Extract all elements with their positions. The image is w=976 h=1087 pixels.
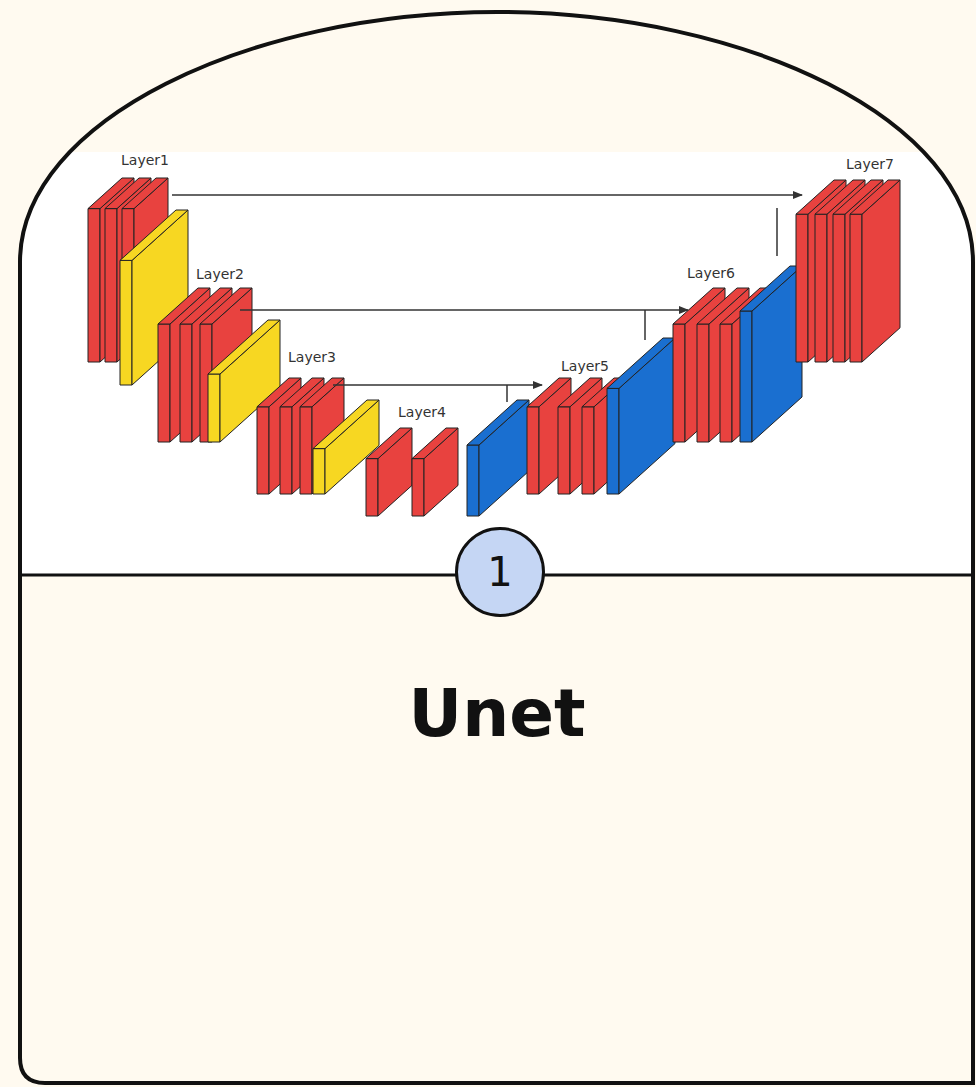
- layer-slab: [366, 459, 378, 516]
- layer-slab: [467, 400, 529, 445]
- card-outline: [20, 12, 973, 1083]
- card-title: Unet: [409, 678, 586, 751]
- layer-slab: [796, 214, 808, 362]
- layer-slab: [280, 407, 292, 494]
- layer-slab: [720, 324, 732, 442]
- layer-slab: [467, 445, 479, 516]
- layer-slab: [122, 178, 168, 209]
- layer-label: Layer1: [120, 152, 170, 168]
- layer-blocks: [88, 178, 900, 516]
- layer-slab: [120, 210, 188, 260]
- layer-slab: [850, 214, 862, 362]
- callout-circle: 1: [455, 527, 545, 617]
- layer-label: Layer2: [195, 266, 245, 282]
- layer-label: Layer4: [397, 404, 447, 420]
- layer-slab: [752, 266, 802, 442]
- layer-slab: [200, 288, 252, 324]
- layer-slab: [158, 324, 170, 442]
- layer-slab: [527, 407, 539, 494]
- layer-slab: [673, 324, 685, 442]
- layer-slab: [412, 428, 458, 459]
- callout-number: 1: [487, 552, 512, 592]
- layer-slab: [313, 449, 325, 494]
- layer-slab: [582, 407, 594, 494]
- layer-slab: [300, 378, 344, 407]
- layer-slab: [180, 324, 192, 442]
- layer-slab: [120, 260, 132, 385]
- layer-slab: [607, 388, 619, 494]
- layer-slab: [257, 407, 269, 494]
- layer-slab: [208, 374, 220, 442]
- layer-label: Layer3: [287, 349, 337, 365]
- layer-slab: [412, 459, 424, 516]
- layer-label: Layer7: [845, 156, 895, 172]
- layer-slab: [815, 214, 827, 362]
- layer-slab: [88, 209, 100, 362]
- layer-slab: [208, 320, 280, 374]
- layer-label: Layer5: [560, 358, 610, 374]
- layer-slab: [313, 400, 379, 449]
- layer-slab: [105, 209, 117, 362]
- skip-connections: [172, 195, 802, 402]
- image-ground: [20, 152, 973, 575]
- layer-slab: [850, 180, 900, 214]
- layer-slab: [300, 407, 312, 494]
- card-fill: [20, 12, 973, 1083]
- layer-slab: [366, 428, 412, 459]
- layer-slab: [697, 324, 709, 442]
- layer-slab: [740, 266, 802, 311]
- layer-slab: [833, 214, 845, 362]
- layer-slab: [607, 338, 675, 388]
- layer-label: Layer6: [686, 265, 736, 281]
- layer-slab: [740, 311, 752, 442]
- layer-slab: [558, 407, 570, 494]
